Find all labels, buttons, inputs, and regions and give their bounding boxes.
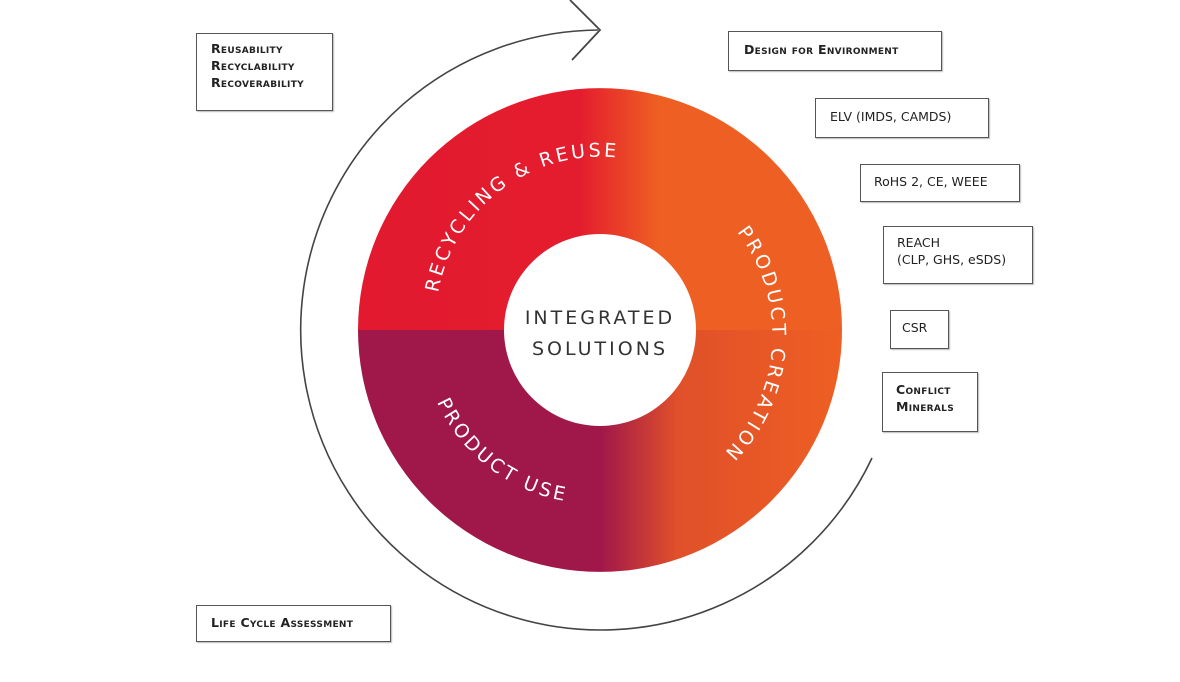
box-line: Recoverability [211,74,304,90]
center-label-line-1: INTEGRATED [525,307,675,329]
box-line: ELV (IMDS, CAMDS) [830,109,952,124]
box-conflict-minerals: Conflict Minerals [882,372,978,432]
ring-segment-bottom [358,330,842,572]
box-reach: REACH (CLP, GHS, eSDS) [883,226,1033,284]
center-circle [504,234,696,426]
box-line: Design for Environment [744,42,899,57]
box-csr: CSR [890,310,949,349]
arrowhead-icon [569,0,602,61]
box-life-cycle-assessment: Life Cycle Assessment [196,605,391,642]
box-line: (CLP, GHS, eSDS) [897,251,1007,267]
box-design-for-environment: Design for Environment [728,31,942,71]
ring [358,88,842,572]
ring-segment-top [358,88,842,330]
box-reusability: Reusability Recyclability Recoverability [196,33,333,111]
cycle-arrow-path [299,29,873,631]
center-label-line-2: SOLUTIONS [532,338,668,360]
box-line: Minerals [896,398,954,414]
box-line: Life Cycle Assessment [211,615,354,630]
box-line: Conflict [896,382,951,397]
box-line: RoHS 2, CE, WEEE [874,174,988,189]
box-line: Recyclability [211,57,295,73]
box-line: REACH [897,235,941,250]
box-rohs: RoHS 2, CE, WEEE [860,164,1020,202]
box-elv: ELV (IMDS, CAMDS) [815,98,989,138]
box-line: CSR [902,320,928,335]
box-line: Reusability [211,41,283,56]
